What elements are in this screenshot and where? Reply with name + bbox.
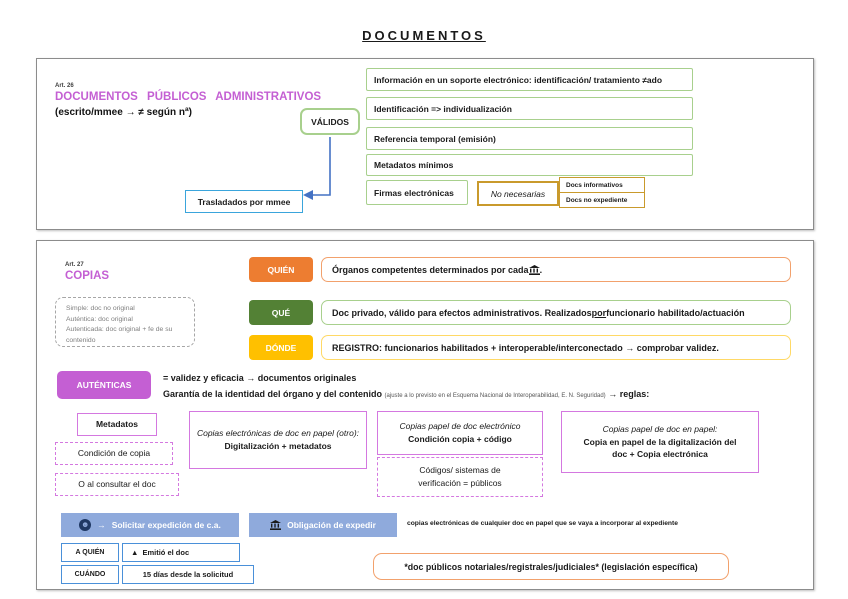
triangle-icon: ▲ bbox=[131, 548, 139, 557]
copy-type-autentica: Auténtica: doc original bbox=[66, 315, 133, 323]
autenticas-line2-main: Garantía de la identidad del órgano y de… bbox=[163, 389, 385, 399]
que-text-post: funcionario habilitado/actuación bbox=[606, 307, 745, 318]
solicitar-expedicion-band: ☻ → Solicitar expedición de c.a. bbox=[61, 513, 239, 537]
rule4-title: Copias papel de doc en papel: bbox=[602, 423, 718, 434]
copy-types-note: Simple: doc no original Auténtica: doc o… bbox=[55, 297, 195, 347]
rule-codigos-verificacion-box: Códigos/ sistemas de verificación = públ… bbox=[377, 457, 543, 497]
rule-condicion-copia-box: Condición de copia bbox=[55, 442, 173, 465]
obligacion-expedir-band: Obligación de expedir bbox=[249, 513, 397, 537]
special-note-box: *doc públicos notariales/registrales/jud… bbox=[373, 553, 729, 580]
aquien-value-box: ▲ Emitió el doc bbox=[122, 543, 240, 562]
no-necesarias-box: No necesarias bbox=[477, 181, 559, 206]
donde-text-box: REGISTRO: funcionarios habilitados + int… bbox=[321, 335, 791, 360]
autenticas-line1: = validez y eficacia → documentos origin… bbox=[163, 373, 357, 383]
section-heading-documentos-publicos: DOCUMENTOS PÚBLICOS ADMINISTRATIVOS bbox=[55, 91, 322, 103]
requirement-item: Referencia temporal (emisión) bbox=[366, 127, 693, 150]
bank-icon bbox=[528, 264, 540, 275]
rule-copias-electronicas-box: Copias electrónicas de doc en papel (otr… bbox=[189, 411, 367, 469]
requirement-item: Identificación => individualización bbox=[366, 97, 693, 120]
section-subheading: (escrito/mmee → ≠ según nª) bbox=[55, 107, 192, 118]
validos-to-trasladados-arrow bbox=[303, 137, 331, 200]
rule-copias-papel-papel-box: Copias papel de doc en papel: Copia en p… bbox=[561, 411, 759, 473]
quien-text-box: Órganos competentes determinados por cad… bbox=[321, 257, 791, 282]
bank-icon bbox=[270, 520, 282, 530]
quien-tag: QUIÉN bbox=[249, 257, 313, 282]
copy-type-simple: Simple: doc no original bbox=[66, 305, 135, 312]
trasladados-box: Trasladados por mmee bbox=[185, 190, 303, 213]
aquien-value: Emitió el doc bbox=[142, 548, 190, 557]
article-26-label: Art. 26 bbox=[55, 83, 74, 89]
rule-consultar-box: O al consultar el doc bbox=[55, 473, 179, 496]
requirement-item: Metadatos mínimos bbox=[366, 154, 693, 176]
autenticas-line2: Garantía de la identidad del órgano y de… bbox=[163, 389, 793, 399]
panel-documentos-publicos: Art. 26 DOCUMENTOS PÚBLICOS ADMINISTRATI… bbox=[36, 58, 814, 230]
solicitar-label: Solicitar expedición de c.a. bbox=[111, 520, 221, 530]
requirement-item: Información en un soporte electrónico: i… bbox=[366, 68, 693, 91]
autenticas-line2-end: → reglas: bbox=[608, 389, 650, 399]
obligacion-note: copias electrónicas de cualquier doc en … bbox=[407, 520, 678, 527]
donde-tag: DÓNDE bbox=[249, 335, 313, 360]
rule3-title: Copias papel de doc electrónico bbox=[399, 421, 521, 432]
que-tag: QUÉ bbox=[249, 300, 313, 325]
que-text-por: por bbox=[591, 307, 607, 318]
rule-metadatos-box: Metadatos bbox=[77, 413, 157, 436]
arrow-right-icon: → bbox=[97, 520, 106, 530]
aquien-label-box: A QUIÉN bbox=[61, 543, 119, 562]
autenticas-line2-note: (ajuste a lo previsto en el Esquema Naci… bbox=[384, 393, 606, 399]
validos-box: VÁLIDOS bbox=[300, 108, 360, 135]
quien-text-suffix: . bbox=[539, 264, 543, 275]
panel-copias: Art. 27 COPIAS Simple: doc no original A… bbox=[36, 240, 814, 590]
obligacion-label: Obligación de expedir bbox=[287, 520, 376, 530]
copy-type-autenticada: Autenticada: doc original + fe de su con… bbox=[66, 326, 173, 344]
que-text-pre: Doc privado, válido para efectos adminis… bbox=[332, 307, 592, 318]
page-title: DOCUMENTOS bbox=[362, 28, 486, 43]
autenticas-tag: AUTÉNTICAS bbox=[57, 371, 151, 399]
rule3-note-line1: Códigos/ sistemas de bbox=[419, 465, 501, 476]
doc-tag-informativos: Docs informativos bbox=[559, 177, 645, 193]
article-27-label: Art. 27 bbox=[65, 262, 84, 268]
rule2-title: Copias electrónicas de doc en papel (otr… bbox=[196, 428, 360, 439]
rule4-body-line1: Copia en papel de la digitalización del bbox=[583, 436, 737, 447]
doc-tag-no-expediente: Docs no expediente bbox=[559, 192, 645, 208]
cuando-label-box: CUÁNDO bbox=[61, 565, 119, 584]
rule2-body: Digitalización + metadatos bbox=[224, 441, 332, 451]
rule3-body: Condición copia + código bbox=[408, 434, 512, 444]
rule-copias-papel-electronico-box: Copias papel de doc electrónico Condició… bbox=[377, 411, 543, 455]
rule4-body-line2: doc + Copia electrónica bbox=[612, 449, 708, 460]
cuando-value-box: 15 días desde la solicitud bbox=[122, 565, 254, 584]
requirement-item-firmas: Firmas electrónicas bbox=[366, 180, 468, 205]
section-heading-copias: COPIAS bbox=[65, 270, 110, 282]
que-text-box: Doc privado, válido para efectos adminis… bbox=[321, 300, 791, 325]
person-icon: ☻ bbox=[79, 519, 92, 531]
quien-text: Órganos competentes determinados por cad… bbox=[332, 264, 529, 275]
rule3-note-line2: verificación = públicos bbox=[418, 478, 502, 488]
